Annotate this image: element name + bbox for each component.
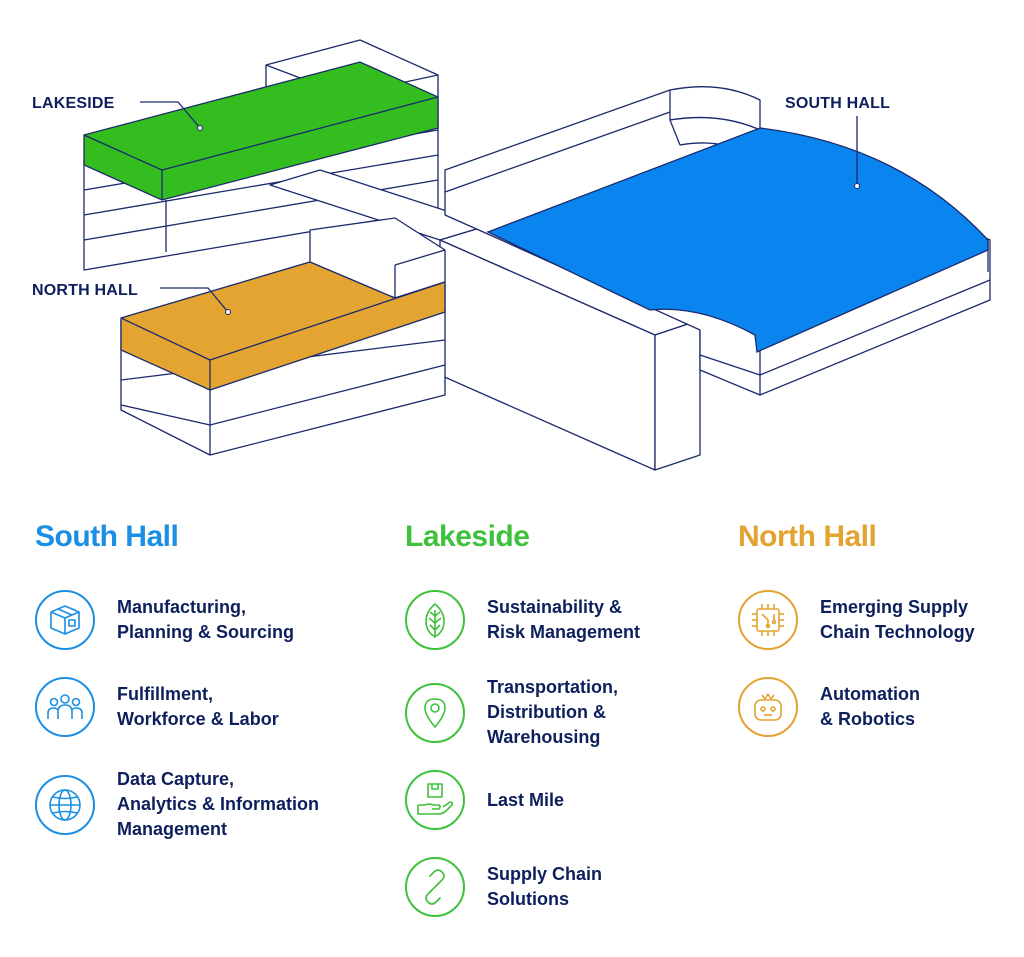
callout-north-hall: NORTH HALL bbox=[32, 282, 231, 315]
callout-south-hall-label: SOUTH HALL bbox=[785, 95, 890, 112]
column-title-south-hall: South Hall bbox=[35, 520, 179, 553]
south-hall-floor bbox=[486, 127, 989, 353]
item-label: Sustainability &Risk Management bbox=[487, 597, 641, 642]
item-label: Fulfillment,Workforce & Labor bbox=[117, 684, 279, 729]
list-item-automation: Automation& Robotics bbox=[738, 677, 920, 737]
leaf-icon bbox=[405, 590, 465, 650]
column-south-hall: South Hall Manufacturing,Planning & Sour… bbox=[35, 520, 319, 839]
item-label: Last Mile bbox=[487, 789, 565, 810]
list-item-manufacturing: Manufacturing,Planning & Sourcing bbox=[35, 590, 294, 650]
chip-icon bbox=[738, 590, 798, 650]
robot-icon bbox=[738, 677, 798, 737]
callout-north-hall-label: NORTH HALL bbox=[32, 282, 138, 299]
callout-lakeside: LAKESIDE bbox=[32, 95, 203, 131]
lakeside-floor bbox=[83, 61, 439, 201]
list-item-transportation: Transportation,Distribution &Warehousing bbox=[405, 675, 618, 750]
connector-corridor bbox=[269, 169, 701, 471]
item-label: Automation& Robotics bbox=[820, 684, 920, 729]
map-pin-icon bbox=[405, 682, 465, 743]
globe-icon bbox=[35, 774, 95, 835]
list-item-fulfillment: Fulfillment,Workforce & Labor bbox=[35, 677, 279, 737]
item-label: Manufacturing,Planning & Sourcing bbox=[117, 597, 295, 642]
callout-lakeside-label: LAKESIDE bbox=[32, 95, 115, 112]
hand-package-icon bbox=[405, 770, 465, 830]
people-icon bbox=[35, 677, 95, 737]
north-hall-floor bbox=[120, 261, 446, 391]
column-lakeside: Lakeside Sustainability &Risk Management… bbox=[405, 520, 640, 917]
column-title-north-hall: North Hall bbox=[738, 520, 877, 553]
chain-link-icon bbox=[405, 857, 465, 917]
venue-map: LAKESIDE SOUTH HALL NORTH HALL bbox=[32, 39, 991, 471]
item-label: Transportation,Distribution &Warehousing bbox=[487, 677, 619, 747]
box-icon bbox=[35, 590, 95, 650]
callout-south-hall: SOUTH HALL bbox=[785, 95, 890, 189]
column-title-lakeside: Lakeside bbox=[405, 520, 530, 553]
list-item-sustainability: Sustainability &Risk Management bbox=[405, 590, 640, 650]
list-item-last-mile: Last Mile bbox=[405, 770, 564, 830]
